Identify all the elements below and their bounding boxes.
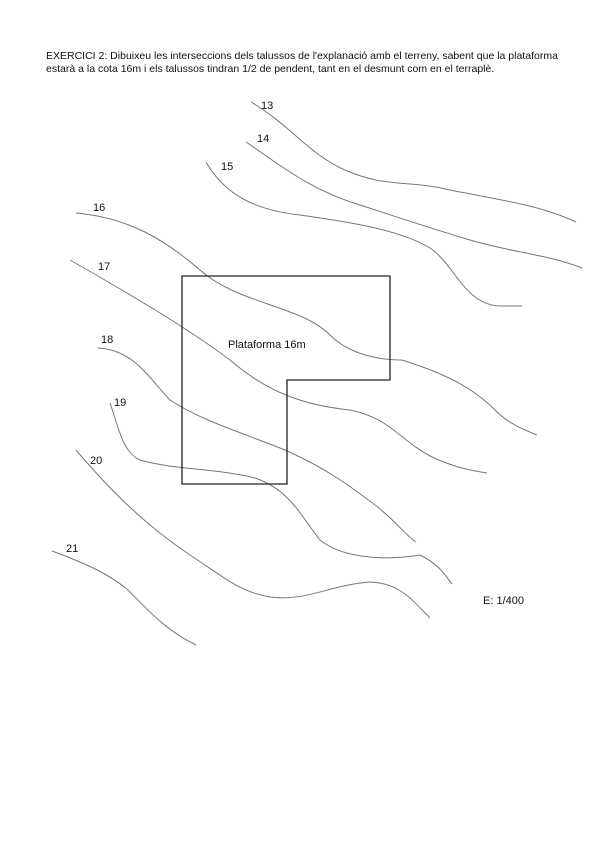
contour-label-21: 21 [66,543,78,555]
contour-line-18 [97,347,417,543]
contour-line-20 [75,449,431,619]
contour-label-19: 19 [114,397,126,409]
exercise-statement: EXERCICI 2: Dibuixeu les interseccions d… [46,50,558,75]
contour-label-14: 14 [257,133,269,145]
contour-line-14 [245,141,583,269]
contour-label-15: 15 [221,161,233,173]
contour-label-20: 20 [90,455,102,467]
contour-label-16: 16 [93,202,105,214]
contour-line-19 [109,402,453,585]
contour-line-13 [250,101,577,223]
scale-label: E: 1/400 [483,595,524,607]
contour-line-15 [205,161,522,307]
platform-label: Plataforma 16m [228,339,306,351]
platform-outline [181,275,391,485]
contour-label-13: 13 [261,100,273,112]
contour-line-16 [75,212,538,436]
contour-line-21 [51,550,197,646]
contour-line-17 [69,259,488,474]
contour-label-18: 18 [101,334,113,346]
contour-label-17: 17 [98,261,110,273]
